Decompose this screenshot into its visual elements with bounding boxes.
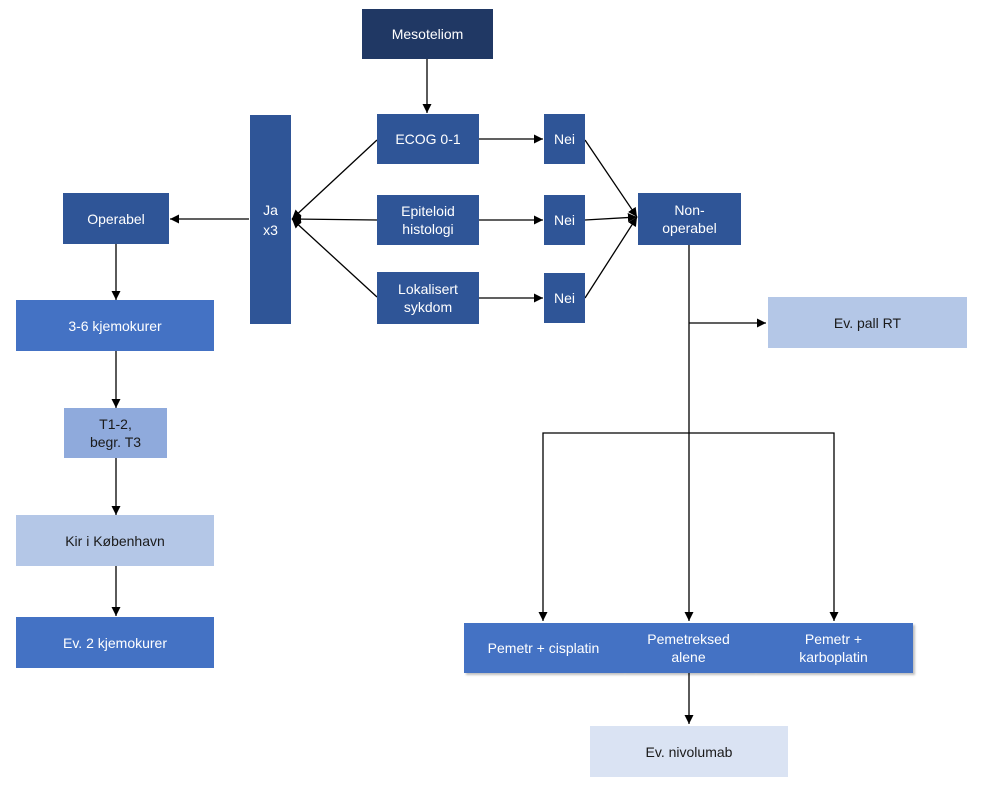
node-nei-ecog: Nei [544,114,585,164]
arrow-nei2-nonoperabel [584,212,638,223]
arrow-lokalisert-ja [291,218,378,298]
node-lokalisert: Lokalisert sykdom [377,272,479,324]
node-t12-begr-t3: T1-2, begr. T3 [64,408,167,458]
node-nei-lokalisert: Nei [544,273,585,323]
node-kjemokurer: 3-6 kjemokurer [16,300,214,351]
arrow-epiteloid-ja [291,214,378,224]
node-pemetr-cisplatin: Pemetr + cisplatin [464,623,623,673]
node-mesoteliom: Mesoteliom [362,9,493,59]
node-nonoperabel: Non- operabel [638,193,741,245]
node-ev-nivolumab: Ev. nivolumab [590,726,788,777]
arrow-nei3-nonoperabel [584,216,638,299]
arrow-trunk-karboplatin [689,432,839,621]
node-ecog: ECOG 0-1 [377,114,479,164]
node-epiteloid: Epiteloid histologi [377,195,479,245]
node-pemetr-karboplatin: Pemetr + karboplatin [754,623,913,673]
node-ja: Ja x3 [250,115,291,324]
arrow-ecog-ja [291,139,378,220]
arrow-trunk-cisplatin [538,432,689,621]
node-pemetreksed-alene: Pemetreksed alene [623,623,754,673]
node-operabel: Operabel [63,193,169,244]
arrow-nei1-nonoperabel [584,139,638,218]
node-kir-kobenhavn: Kir i København [16,515,214,566]
node-ev-pall-rt: Ev. pall RT [768,297,967,348]
node-ev-2-kjemokurer: Ev. 2 kjemokurer [16,617,214,668]
node-nei-epiteloid: Nei [544,195,585,245]
